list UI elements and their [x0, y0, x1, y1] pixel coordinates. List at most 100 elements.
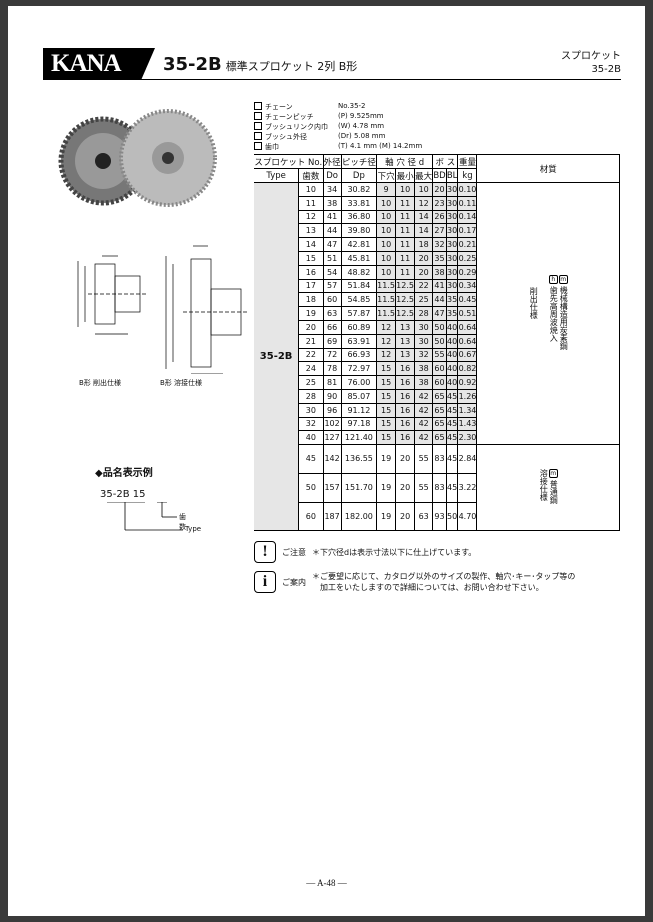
table-cell: 30	[445, 195, 459, 211]
table-cell: 182.00	[340, 501, 378, 532]
table-cell: 12.5	[395, 306, 416, 321]
example-type: 35-2B	[100, 489, 130, 500]
table-cell: 60.89	[340, 319, 378, 335]
table-cell: 12.5	[395, 292, 416, 308]
table-cell: 14	[414, 223, 434, 239]
table-cell: 44	[322, 223, 342, 239]
section-category: スプロケット	[561, 51, 621, 62]
table-cell: 42	[414, 388, 434, 404]
spec-item: ブッシュリンク内巾(W) 4.78 mm	[254, 122, 422, 132]
table-cell: 23	[432, 195, 447, 211]
sprocket-photo	[58, 109, 217, 207]
table-cell: 10	[376, 250, 397, 266]
table-cell: 40	[445, 319, 459, 335]
diagram-caption-welded: B形 溶接仕様	[160, 379, 203, 387]
table-cell: 63.91	[340, 333, 378, 349]
table-cell: 12	[376, 347, 397, 363]
table-cell: 93	[432, 501, 447, 532]
table-cell: 65	[432, 430, 447, 446]
table-cell: 35	[445, 306, 459, 321]
table-cell: 11	[395, 209, 416, 225]
table-cell: 54.85	[340, 292, 378, 308]
spec-value: (Dr) 5.08 mm	[338, 132, 386, 140]
table-cell: 11	[395, 223, 416, 239]
table-cell: 17	[298, 278, 324, 294]
table-cell: 60	[432, 361, 447, 377]
model-number: 35-2B	[163, 54, 222, 75]
table-cell: 45	[445, 444, 459, 474]
table-cell: 66	[322, 319, 342, 335]
table-cell: 65	[432, 416, 447, 432]
table-cell: 60	[322, 292, 342, 308]
table-cell: 50	[445, 501, 459, 532]
table-cell: 60	[432, 375, 447, 390]
table-cell: 0.45	[457, 292, 478, 308]
spec-value: (P) 9.525mm	[338, 112, 384, 120]
table-cell: 85.07	[340, 388, 378, 404]
table-cell: 40	[445, 333, 459, 349]
spec-text: 削出仕様	[529, 287, 539, 320]
table-cell: 28	[298, 388, 324, 404]
notes: ! ご注意 ＊下穴径dは表示寸法以下に仕上げています。 i ご案内 ＊ご要望に応…	[254, 541, 575, 601]
table-cell: 63	[322, 306, 342, 321]
table-cell: 11.5	[376, 306, 397, 321]
table-cell: 72	[322, 347, 342, 363]
table-cell: 16	[395, 388, 416, 404]
table-cell: 12	[376, 333, 397, 349]
table-cell: 40	[445, 347, 459, 363]
table-cell: 30	[414, 333, 434, 349]
h-badge: h	[548, 275, 558, 285]
table-cell: 54	[322, 264, 342, 280]
table-cell: 12	[298, 209, 324, 225]
table-cell: 15	[376, 361, 397, 377]
diagram-caption-machined: B形 削出仕様	[79, 379, 122, 387]
subheader-cell: BL	[445, 168, 459, 183]
table-cell: 0.67	[457, 347, 478, 363]
table-cell: 0.34	[457, 278, 478, 294]
table-cell: 0.14	[457, 209, 478, 225]
spec-label: 歯巾	[254, 142, 338, 152]
table-cell: 13	[298, 223, 324, 239]
table-cell: 142	[322, 444, 342, 474]
table-cell: 81	[322, 375, 342, 390]
table-cell: 136.55	[340, 444, 378, 474]
table-cell: 11	[298, 195, 324, 211]
table-cell: 127	[322, 430, 342, 446]
table-cell: 69	[322, 333, 342, 349]
spec-text: 溶接仕様	[539, 469, 549, 502]
table-cell: 20	[414, 264, 434, 280]
table-cell: 26	[432, 209, 447, 225]
table-cell: 18	[414, 237, 434, 252]
subheader-cell: Do	[322, 168, 342, 183]
col-bore: 軸 穴 径 d	[376, 154, 434, 169]
table-cell: 50	[432, 333, 447, 349]
spec-label: チェーン	[254, 102, 338, 112]
table-cell: 96	[322, 402, 342, 418]
table-cell: 35	[432, 250, 447, 266]
table-cell: 30	[298, 402, 324, 418]
table-cell: 10	[376, 223, 397, 239]
spec-label: ブッシュリンク内巾	[254, 122, 338, 132]
spec-value: No.35-2	[338, 102, 366, 110]
spec-label: チェーンピッチ	[254, 112, 338, 122]
spec-value: (T) 4.1 mm (M) 14.2mm	[338, 142, 423, 150]
table-cell: 22	[298, 347, 324, 363]
table-cell: 15	[298, 250, 324, 266]
table-cell: 20	[432, 182, 447, 197]
table-cell: 63	[414, 501, 434, 532]
table-cell: 51.84	[340, 278, 378, 294]
table-cell: 13	[395, 333, 416, 349]
table-cell: 45.81	[340, 250, 378, 266]
table-cell: 41	[322, 209, 342, 225]
table-cell: 30	[445, 209, 459, 225]
m-badge: m	[548, 469, 558, 479]
table-cell: 0.92	[457, 375, 478, 390]
table-cell: 57.87	[340, 306, 378, 321]
